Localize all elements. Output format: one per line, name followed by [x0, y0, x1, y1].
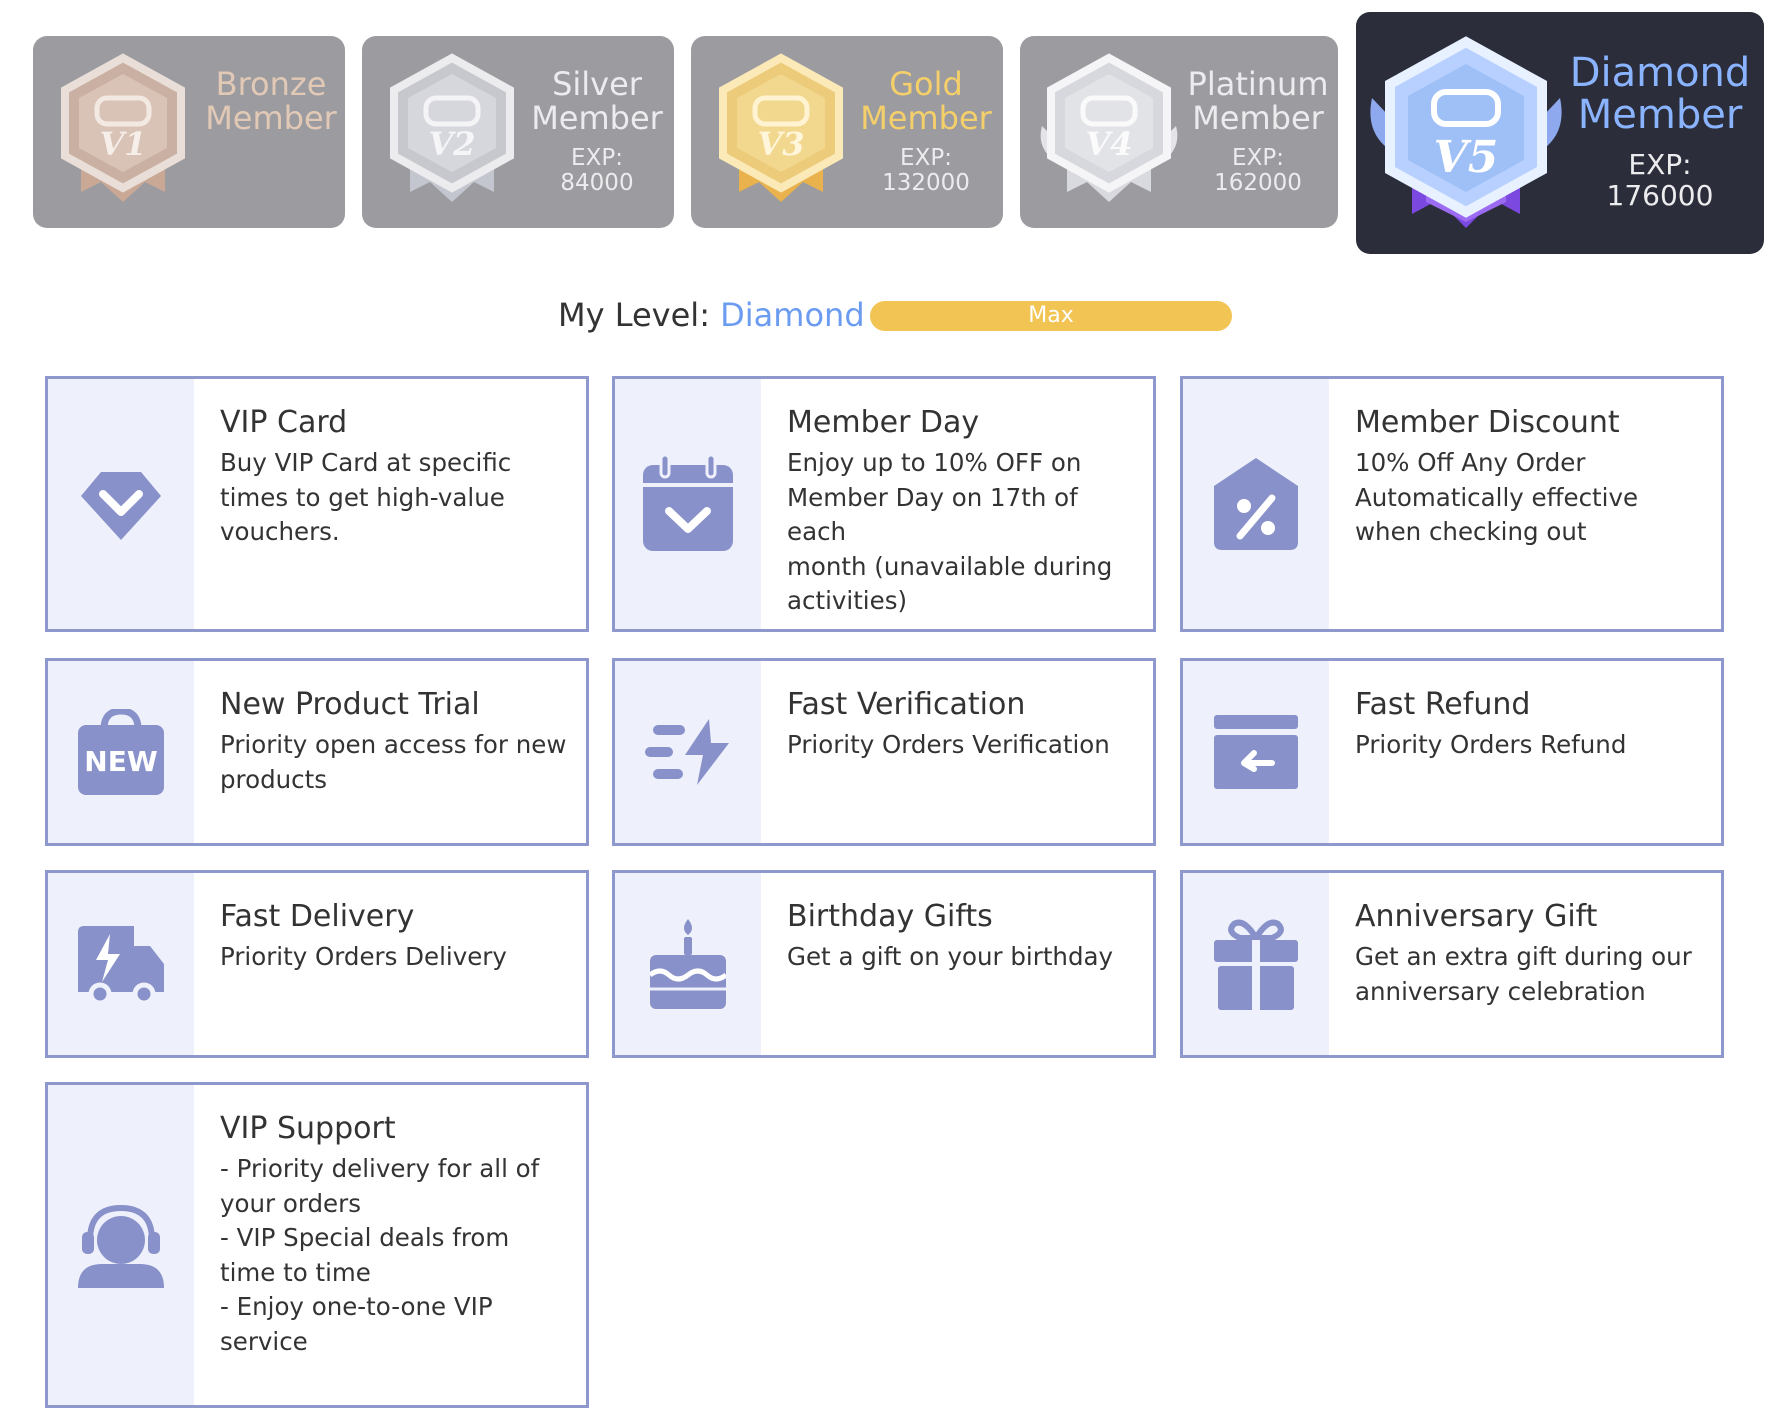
tier-exp: EXP:176000 — [1606, 148, 1714, 212]
benefit-title: Birthday Gifts — [787, 899, 993, 934]
benefit-desc: Get an extra gift during our anniversary… — [1355, 942, 1692, 1006]
benefit-new-product-trial[interactable]: NEW New Product Trial Priority open acce… — [45, 658, 589, 846]
my-level-label: My Level: Diamond — [558, 296, 865, 334]
gift-box-icon — [1214, 919, 1298, 1010]
new-bag-icon: NEW — [78, 709, 164, 795]
benefit-desc: Get a gift on your birthday — [787, 942, 1114, 971]
level-progress-bar: Max — [870, 301, 1232, 331]
benefit-vip-card[interactable]: VIP Card Buy VIP Card at specific times … — [45, 376, 589, 632]
benefit-member-discount[interactable]: Member Discount 10% Off Any Order Automa… — [1180, 376, 1724, 632]
refund-card-icon — [1214, 715, 1298, 789]
benefit-title: Anniversary Gift — [1355, 899, 1598, 934]
benefit-title: Member Day — [787, 405, 980, 440]
my-level-row: My Level: Diamond Max — [0, 296, 1782, 336]
benefit-desc: Enjoy up to 10% OFF on Member Day on 17t… — [787, 448, 1113, 615]
vip-card-icon — [81, 472, 161, 540]
benefit-desc: - Priority delivery for all of your orde… — [220, 1154, 540, 1356]
delivery-truck-icon — [78, 926, 164, 1004]
svg-text:V4: V4 — [1085, 125, 1132, 163]
my-level-value: Diamond — [720, 296, 865, 334]
benefit-title: VIP Card — [220, 405, 348, 440]
svg-text:NEW: NEW — [84, 745, 158, 778]
benefit-desc: Priority Orders Delivery — [220, 942, 507, 971]
progress-text: Max — [1028, 303, 1074, 328]
platinum-badge-icon: V4 — [1040, 53, 1178, 202]
benefit-title: Member Discount — [1355, 405, 1620, 440]
lightning-speed-icon — [645, 719, 729, 785]
benefit-desc: 10% Off Any Order Automatically effectiv… — [1355, 448, 1639, 546]
bronze-badge-icon: V1 — [61, 53, 185, 202]
benefit-birthday-gifts[interactable]: Birthday Gifts Get a gift on your birthd… — [612, 870, 1156, 1058]
headset-support-icon — [78, 1204, 164, 1288]
svg-text:V2: V2 — [428, 125, 475, 163]
benefit-desc: Priority Orders Refund — [1355, 730, 1627, 759]
diamond-badge-icon: V5 — [1370, 36, 1562, 228]
benefit-member-day[interactable]: Member Day Enjoy up to 10% OFF on Member… — [612, 376, 1156, 632]
benefit-desc: Buy VIP Card at specific times to get hi… — [220, 448, 512, 546]
benefit-title: Fast Delivery — [220, 899, 415, 934]
benefit-fast-verification[interactable]: Fast Verification Priority Orders Verifi… — [612, 658, 1156, 846]
svg-text:V5: V5 — [1434, 132, 1499, 183]
benefit-fast-refund[interactable]: Fast Refund Priority Orders Refund — [1180, 658, 1724, 846]
benefit-anniversary-gift[interactable]: Anniversary Gift Get an extra gift durin… — [1180, 870, 1724, 1058]
benefit-desc: Priority open access for new products — [220, 730, 567, 794]
tier-exp: EXP:132000 — [882, 145, 970, 197]
silver-badge-icon: V2 — [390, 53, 514, 202]
tier-exp: EXP:162000 — [1214, 145, 1302, 197]
svg-text:V1: V1 — [99, 125, 146, 163]
benefit-fast-delivery[interactable]: Fast Delivery Priority Orders Delivery — [45, 870, 589, 1058]
benefit-title: Fast Verification — [787, 687, 1026, 722]
tier-exp: EXP:84000 — [560, 145, 634, 197]
benefit-vip-support[interactable]: VIP Support - Priority delivery for all … — [45, 1082, 589, 1408]
calendar-check-icon — [643, 455, 733, 551]
benefit-title: Fast Refund — [1355, 687, 1531, 722]
benefit-title: VIP Support — [220, 1111, 396, 1146]
percent-tag-icon — [1214, 458, 1298, 550]
birthday-cake-icon — [650, 919, 726, 1009]
benefit-desc: Priority Orders Verification — [787, 730, 1110, 759]
benefit-title: New Product Trial — [220, 687, 480, 722]
svg-text:V3: V3 — [757, 125, 804, 163]
gold-badge-icon: V3 — [719, 53, 843, 202]
